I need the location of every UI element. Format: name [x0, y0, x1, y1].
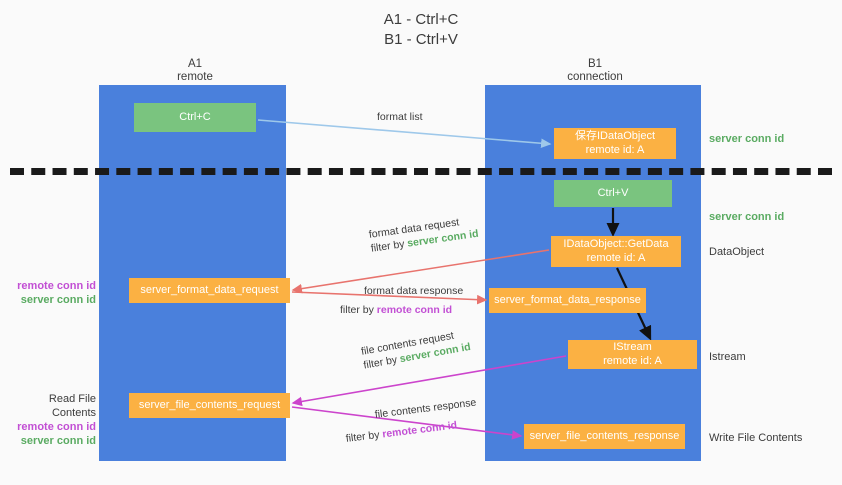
node-idataobject-getdata-line2: remote id: A	[586, 251, 646, 264]
label-remote-conn-id-2: remote conn id	[17, 421, 96, 433]
label-server-conn-id-mid: server conn id	[709, 211, 785, 223]
node-server-format-data-response[interactable]: server_format_data_response	[489, 288, 646, 313]
filter-prefix: filter by	[345, 428, 384, 445]
label-server-conn-id-top: server conn id	[709, 133, 785, 145]
edge-label-file-contents-request: file contents request filter by server c…	[360, 326, 472, 372]
node-istream-line1: IStream	[613, 341, 652, 353]
edge-label-file-contents-response-filter: filter by remote conn id	[345, 418, 458, 446]
node-save-idataobject-line2: remote id: A	[585, 143, 645, 156]
edge-label-format-data-request: format data request filter by server con…	[368, 213, 479, 256]
label-dataobject: DataObject	[709, 246, 765, 258]
label-server-conn-id-2: server conn id	[20, 435, 96, 447]
edge-label-format-list: format list	[377, 111, 423, 123]
node-idataobject-getdata[interactable]: IDataObject::GetData remote id: A	[551, 236, 681, 267]
node-save-idataobject-line1: 保存IDataObject	[574, 130, 656, 142]
edge-label-format-data-response-title: format data response	[364, 285, 464, 297]
edge-label-format-data-response-filter: filter by remote conn id	[340, 303, 452, 317]
label-istream: Istream	[709, 351, 746, 363]
page-title: A1 - Ctrl+C B1 - Ctrl+V	[0, 10, 842, 50]
node-ctrl-v-label: Ctrl+V	[597, 186, 629, 199]
node-ctrl-v[interactable]: Ctrl+V	[554, 180, 672, 207]
node-istream-line2: remote id: A	[603, 354, 662, 367]
title-line-2: B1 - Ctrl+V	[384, 31, 458, 48]
title-line-1: A1 - Ctrl+C	[383, 11, 459, 28]
label-server-conn-id-1: server conn id	[20, 294, 96, 306]
node-server-file-contents-response[interactable]: server_file_contents_response	[524, 424, 685, 449]
column-header-b1-role: connection	[567, 71, 623, 83]
node-server-format-data-request-label: server_format_data_request	[140, 283, 279, 296]
label-group-file-conn-ids: Read File Contents remote conn id server…	[8, 392, 96, 448]
label-write-file-contents: Write File Contents	[709, 432, 803, 444]
node-idataobject-getdata-line1: IDataObject::GetData	[563, 238, 669, 250]
label-read-file-contents: Read File Contents	[48, 393, 96, 419]
node-server-file-contents-request-label: server_file_contents_request	[138, 398, 281, 411]
node-save-idataobject[interactable]: 保存IDataObject remote id: A	[554, 128, 676, 159]
node-server-format-data-request[interactable]: server_format_data_request	[129, 278, 290, 303]
node-ctrl-c-label: Ctrl+C	[179, 110, 211, 123]
edge-label-file-contents-response-title: file contents response	[374, 396, 477, 421]
filter-value-remote-conn-id: remote conn id	[381, 419, 458, 441]
filter-prefix: filter by	[340, 304, 377, 316]
node-ctrl-c[interactable]: Ctrl+C	[134, 103, 256, 132]
label-group-format-conn-ids: remote conn id server conn id	[8, 279, 96, 307]
node-server-format-data-response-label: server_format_data_response	[494, 293, 641, 306]
filter-prefix: filter by	[370, 237, 409, 255]
node-server-file-contents-response-label: server_file_contents_response	[529, 429, 680, 442]
label-remote-conn-id-1: remote conn id	[17, 280, 96, 292]
column-header-a1-name: A1	[187, 58, 203, 70]
column-header-a1-role: remote	[177, 71, 213, 83]
column-header-b1-name: B1	[587, 58, 603, 70]
column-header-b1: B1 connection	[520, 58, 670, 84]
node-istream[interactable]: IStream remote id: A	[568, 340, 697, 369]
column-header-a1: A1 remote	[120, 58, 270, 84]
phase-divider	[10, 168, 832, 175]
node-server-file-contents-request[interactable]: server_file_contents_request	[129, 393, 290, 418]
filter-value-remote-conn-id: remote conn id	[376, 304, 453, 316]
